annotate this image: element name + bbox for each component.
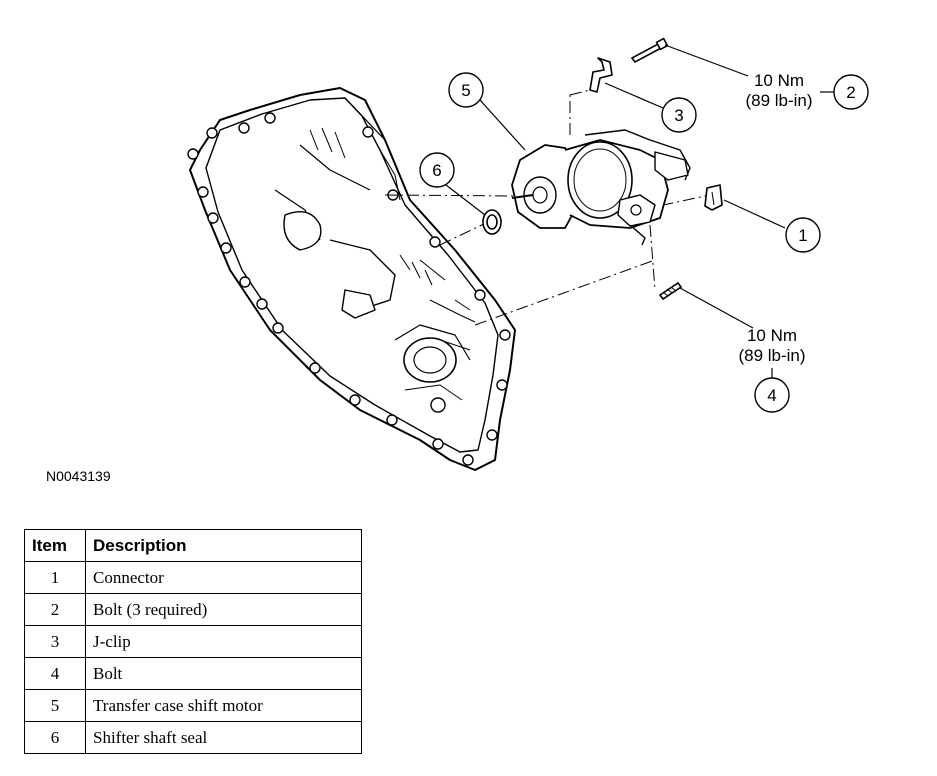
transfer-case-shift-motor <box>511 129 691 246</box>
legend-header-row: Item Description <box>24 529 362 562</box>
parts-legend-table: Item Description 1 Connector 2 Bolt (3 r… <box>24 529 362 754</box>
bolt-item-2 <box>630 37 669 64</box>
callout-circle-6 <box>419 152 455 188</box>
table-row: 2 Bolt (3 required) <box>24 593 362 626</box>
legend-item-number: 3 <box>24 625 86 658</box>
callout-circles <box>419 72 869 413</box>
flange-bolt-holes <box>187 112 511 466</box>
callout-number-5: 5 <box>461 81 470 100</box>
legend-item-description: Connector <box>85 561 362 594</box>
legend-item-number: 6 <box>24 721 86 754</box>
legend-header-item: Item <box>24 529 86 562</box>
torque-lbin-item-2: (89 lb-in) <box>745 91 812 110</box>
legend-item-description: Bolt <box>85 657 362 690</box>
legend-item-description: J-clip <box>85 625 362 658</box>
torque-nm-item-2: 10 Nm <box>754 71 804 90</box>
j-clip <box>589 57 613 93</box>
figure-id: N0043139 <box>46 468 111 484</box>
bolt-item-4 <box>658 281 683 301</box>
legend-item-number: 5 <box>24 689 86 722</box>
legend-item-description: Bolt (3 required) <box>85 593 362 626</box>
legend-item-description: Shifter shaft seal <box>85 721 362 754</box>
table-row: 1 Connector <box>24 561 362 594</box>
shifter-shaft-seal <box>482 209 502 235</box>
legend-header-description: Description <box>85 529 362 562</box>
connector <box>704 184 723 211</box>
torque-lbin-item-4: (89 lb-in) <box>738 346 805 365</box>
callout-circle-2 <box>833 74 869 110</box>
legend-item-description: Transfer case shift motor <box>85 689 362 722</box>
legend-item-number: 1 <box>24 561 86 594</box>
callout-circle-1 <box>785 217 821 253</box>
table-row: 6 Shifter shaft seal <box>24 721 362 754</box>
torque-nm-item-4: 10 Nm <box>747 326 797 345</box>
table-row: 4 Bolt <box>24 657 362 690</box>
callout-number-2: 2 <box>846 83 855 102</box>
callout-circle-5 <box>448 72 484 108</box>
callout-number-6: 6 <box>432 161 441 180</box>
exploded-view-diagram: 1 2 3 4 5 6 10 Nm (89 lb-in) 10 Nm (89 l… <box>187 37 869 471</box>
callout-circle-4 <box>754 377 790 413</box>
table-row: 5 Transfer case shift motor <box>24 689 362 722</box>
callout-circle-3 <box>661 97 697 133</box>
transfer-case-housing <box>189 87 516 471</box>
callout-number-3: 3 <box>674 106 683 125</box>
legend-item-number: 4 <box>24 657 86 690</box>
callout-number-1: 1 <box>798 226 807 245</box>
legend-item-number: 2 <box>24 593 86 626</box>
table-row: 3 J-clip <box>24 625 362 658</box>
leader-lines <box>445 44 835 378</box>
callout-number-4: 4 <box>767 386 776 405</box>
